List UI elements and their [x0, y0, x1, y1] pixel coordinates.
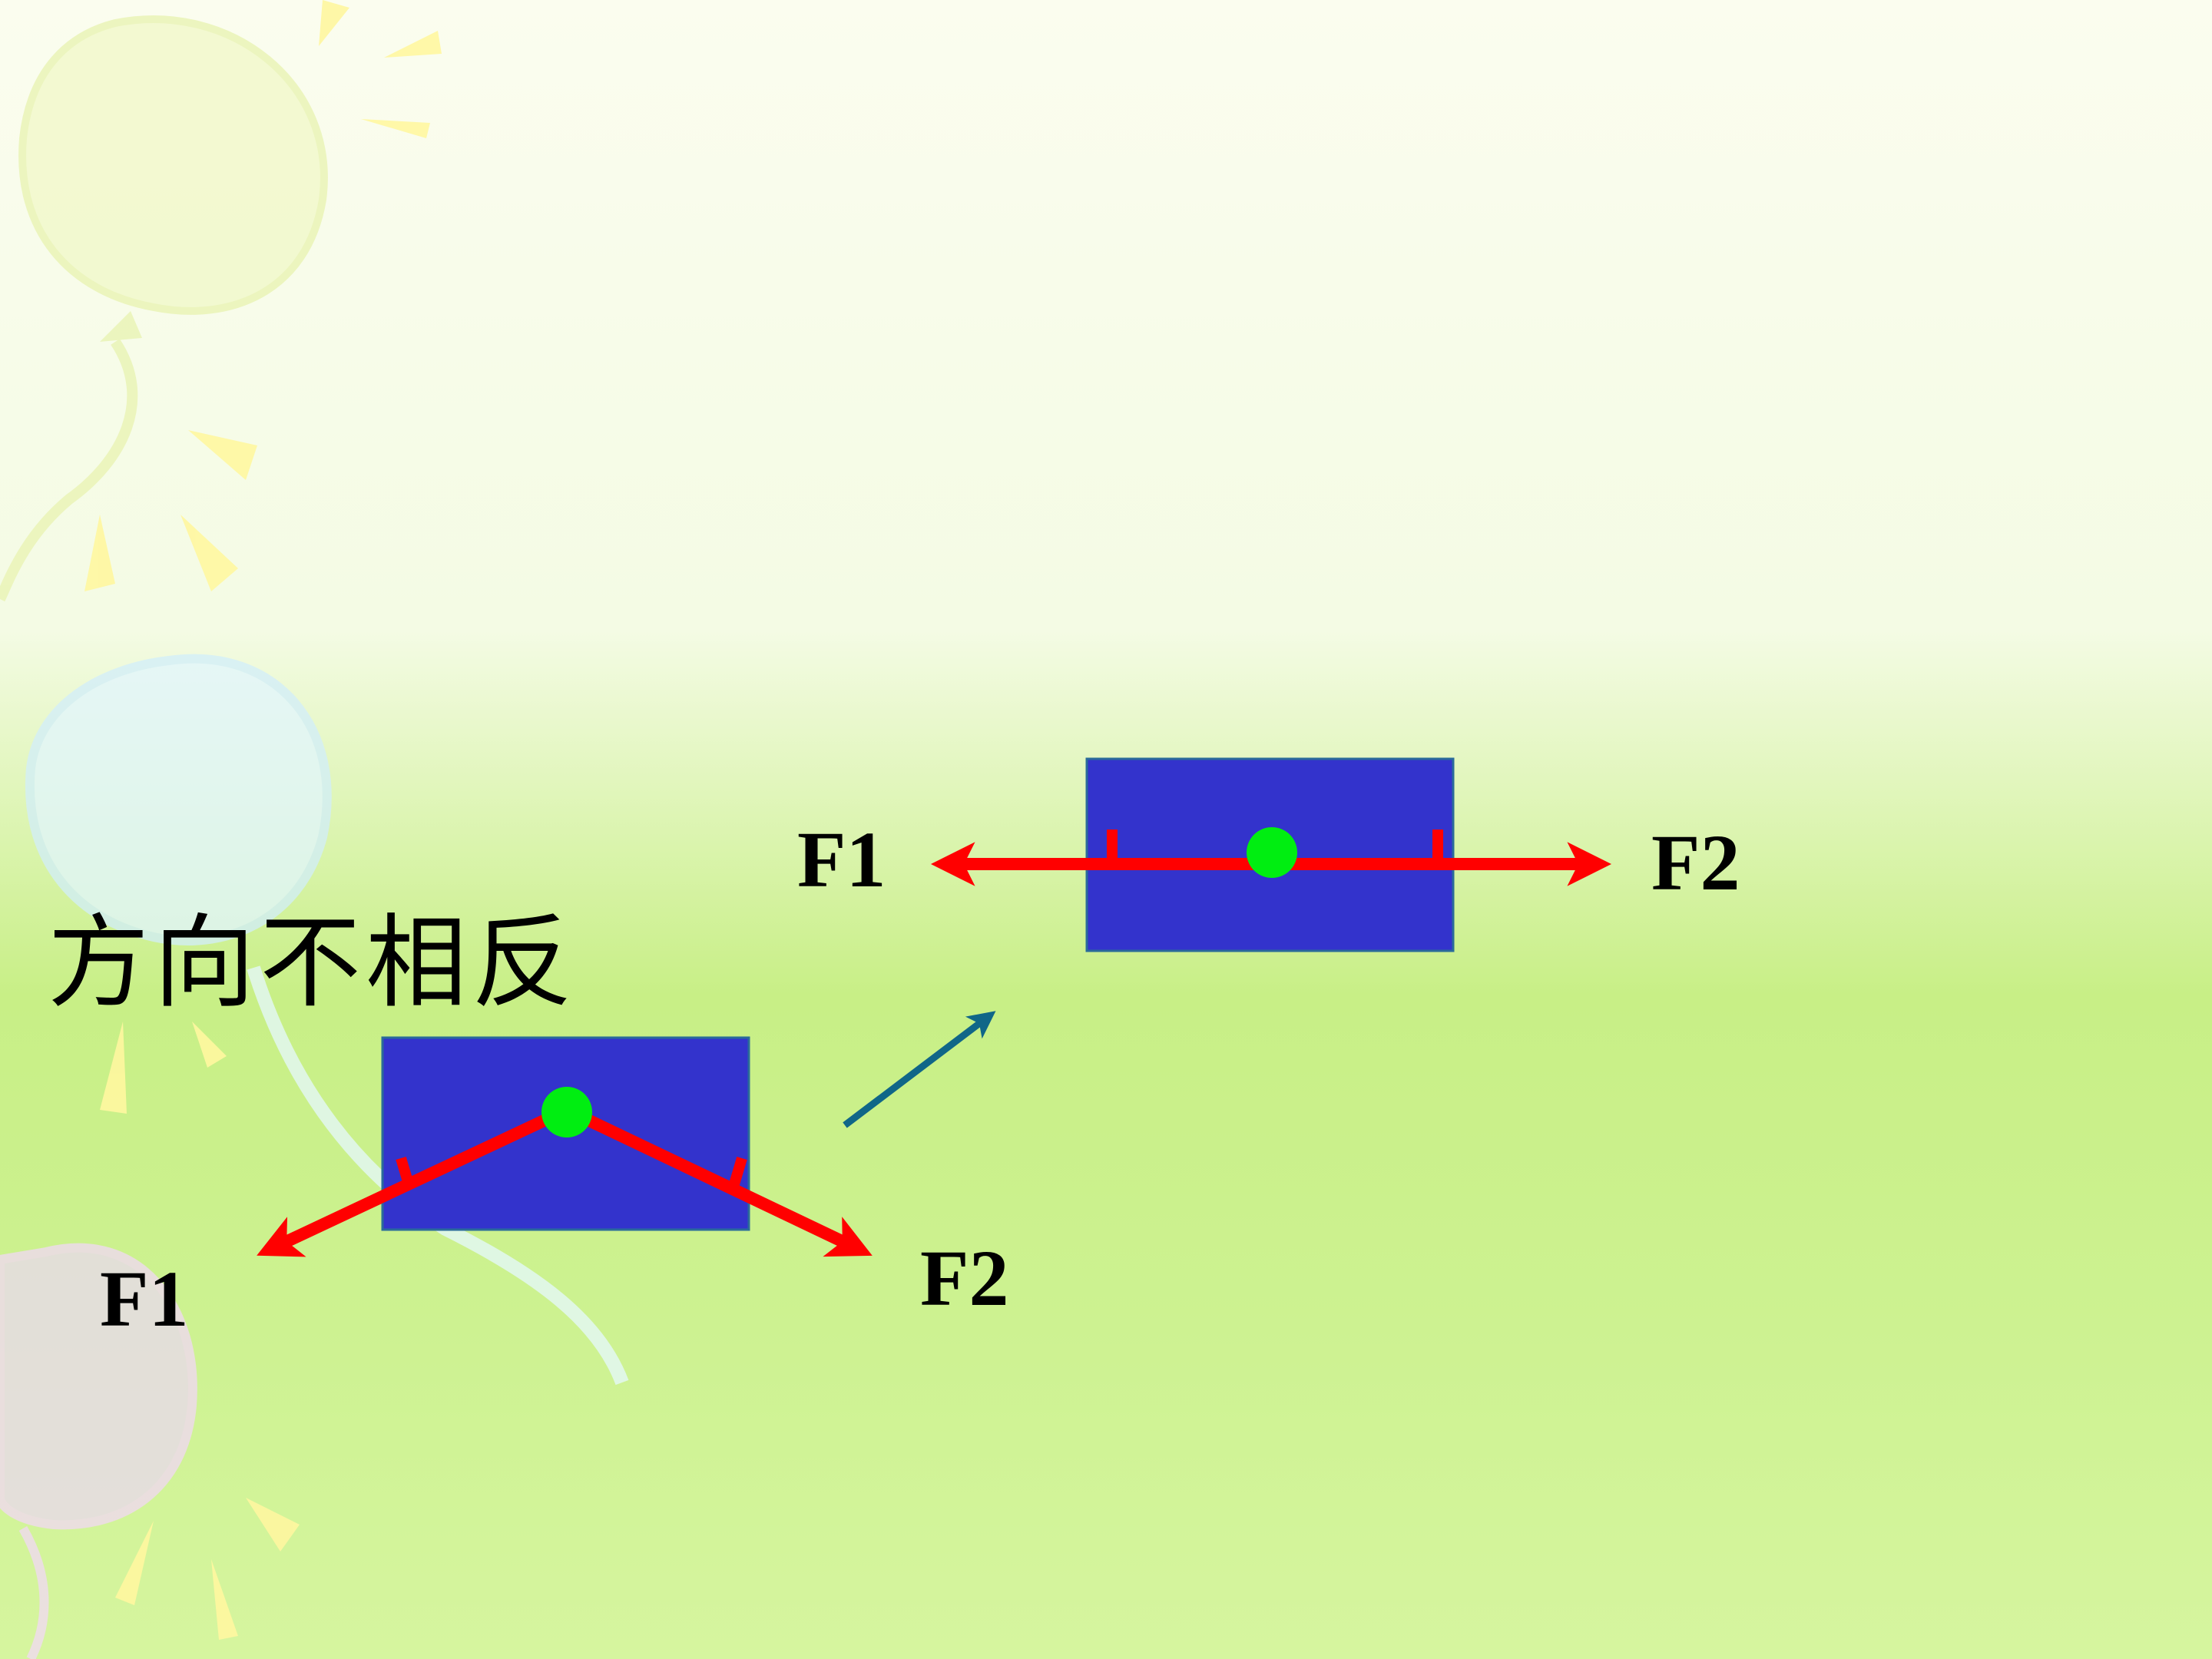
label-f2-top: F2 — [1651, 819, 1740, 907]
force-arrow-f1-bottom — [257, 1104, 570, 1257]
arrow-icon — [843, 1011, 996, 1128]
center-point-top — [1247, 827, 1297, 878]
caption-direction-not-opposite: 方向不相反 — [48, 904, 578, 1022]
center-point-bottom — [541, 1087, 592, 1137]
sun-ray-icon — [84, 0, 442, 1640]
diagram-not-opposite-forces — [257, 1036, 873, 1257]
label-f2-bottom: F2 — [920, 1234, 1009, 1323]
label-f1-top: F1 — [797, 816, 886, 904]
tick-mark-left-bottom — [396, 1157, 415, 1188]
diagram-opposite-forces — [930, 757, 1612, 952]
force-arrow-f2-bottom — [564, 1104, 873, 1257]
label-f1-bottom: F1 — [100, 1255, 189, 1343]
tick-mark-right-bottom — [728, 1157, 747, 1188]
